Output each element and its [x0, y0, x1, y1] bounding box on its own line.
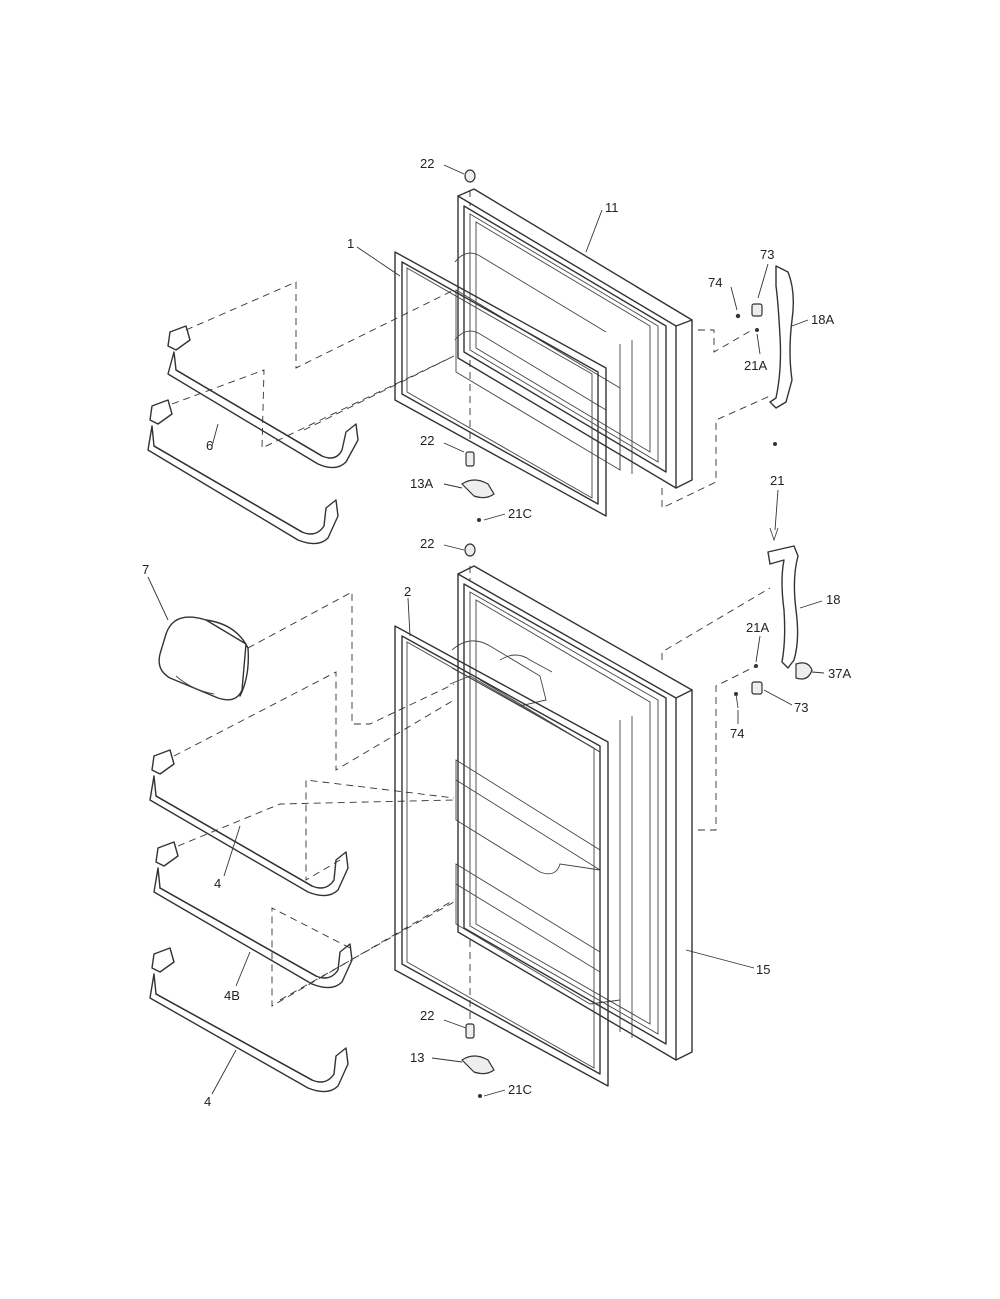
- callout-37a: 37A: [828, 666, 851, 681]
- freezer-door-gasket-shape: [394, 251, 607, 517]
- callout-18a: 18A: [811, 312, 834, 327]
- callout-74-lower: 74: [730, 726, 744, 741]
- callout-21: 21: [770, 473, 784, 488]
- fresh-door-gasket-shape: [394, 625, 609, 1087]
- callout-15: 15: [756, 962, 770, 977]
- freezer-door-hardware: [461, 169, 495, 522]
- callout-11: 11: [605, 200, 619, 215]
- callout-4-upper: 4: [214, 876, 221, 891]
- freezer-door-outer-panel-shape: [454, 188, 693, 489]
- callout-2: 2: [404, 584, 411, 599]
- callout-73-upper: 73: [760, 247, 774, 262]
- fresh-door-hardware: [461, 543, 495, 1098]
- callout-4-lower: 4: [204, 1094, 211, 1109]
- center-hinge-bracket-shape: [767, 545, 813, 680]
- center-hinge-small-parts: [734, 664, 763, 709]
- callout-4b: 4B: [224, 988, 240, 1003]
- fresh-shelf-upper-shape: [149, 749, 349, 897]
- callout-18: 18: [826, 592, 840, 607]
- callout-6: 6: [206, 438, 213, 453]
- callout-1: 1: [347, 236, 354, 251]
- callout-22-fresh-top: 22: [420, 536, 434, 551]
- fresh-shelf-middle-shape: [153, 841, 353, 989]
- leader-lines: [147, 164, 825, 1097]
- fresh-shelf-lower-shape: [149, 947, 349, 1093]
- callout-labels: 22 11 1 74 73 18A 21A 6 22 13A 21C 21 22…: [142, 156, 851, 1109]
- callout-22-top: 22: [420, 156, 434, 171]
- dairy-door-cover-shape: [158, 616, 250, 701]
- callout-13a: 13A: [410, 476, 433, 491]
- callout-21a-lower: 21A: [746, 620, 769, 635]
- freezer-shelf-upper-shape: [167, 325, 359, 469]
- freezer-hinge-bracket-shape: [769, 265, 795, 409]
- callout-73-lower: 73: [794, 700, 808, 715]
- callout-74-upper: 74: [708, 275, 722, 290]
- callout-22-fresh-bottom: 22: [420, 1008, 434, 1023]
- callout-22-freezer-bottom: 22: [420, 433, 434, 448]
- fresh-door-outer-panel-shape: [457, 565, 693, 1061]
- freezer-hinge-small-parts: [735, 303, 763, 332]
- freezer-shelf-lower-shape: [147, 399, 339, 545]
- callout-21c-upper: 21C: [508, 506, 532, 521]
- callout-7: 7: [142, 562, 149, 577]
- center-hinge-pin-shape: [769, 442, 779, 542]
- callout-21c-lower: 21C: [508, 1082, 532, 1097]
- callout-13: 13: [410, 1050, 424, 1065]
- callout-21a-upper: 21A: [744, 358, 767, 373]
